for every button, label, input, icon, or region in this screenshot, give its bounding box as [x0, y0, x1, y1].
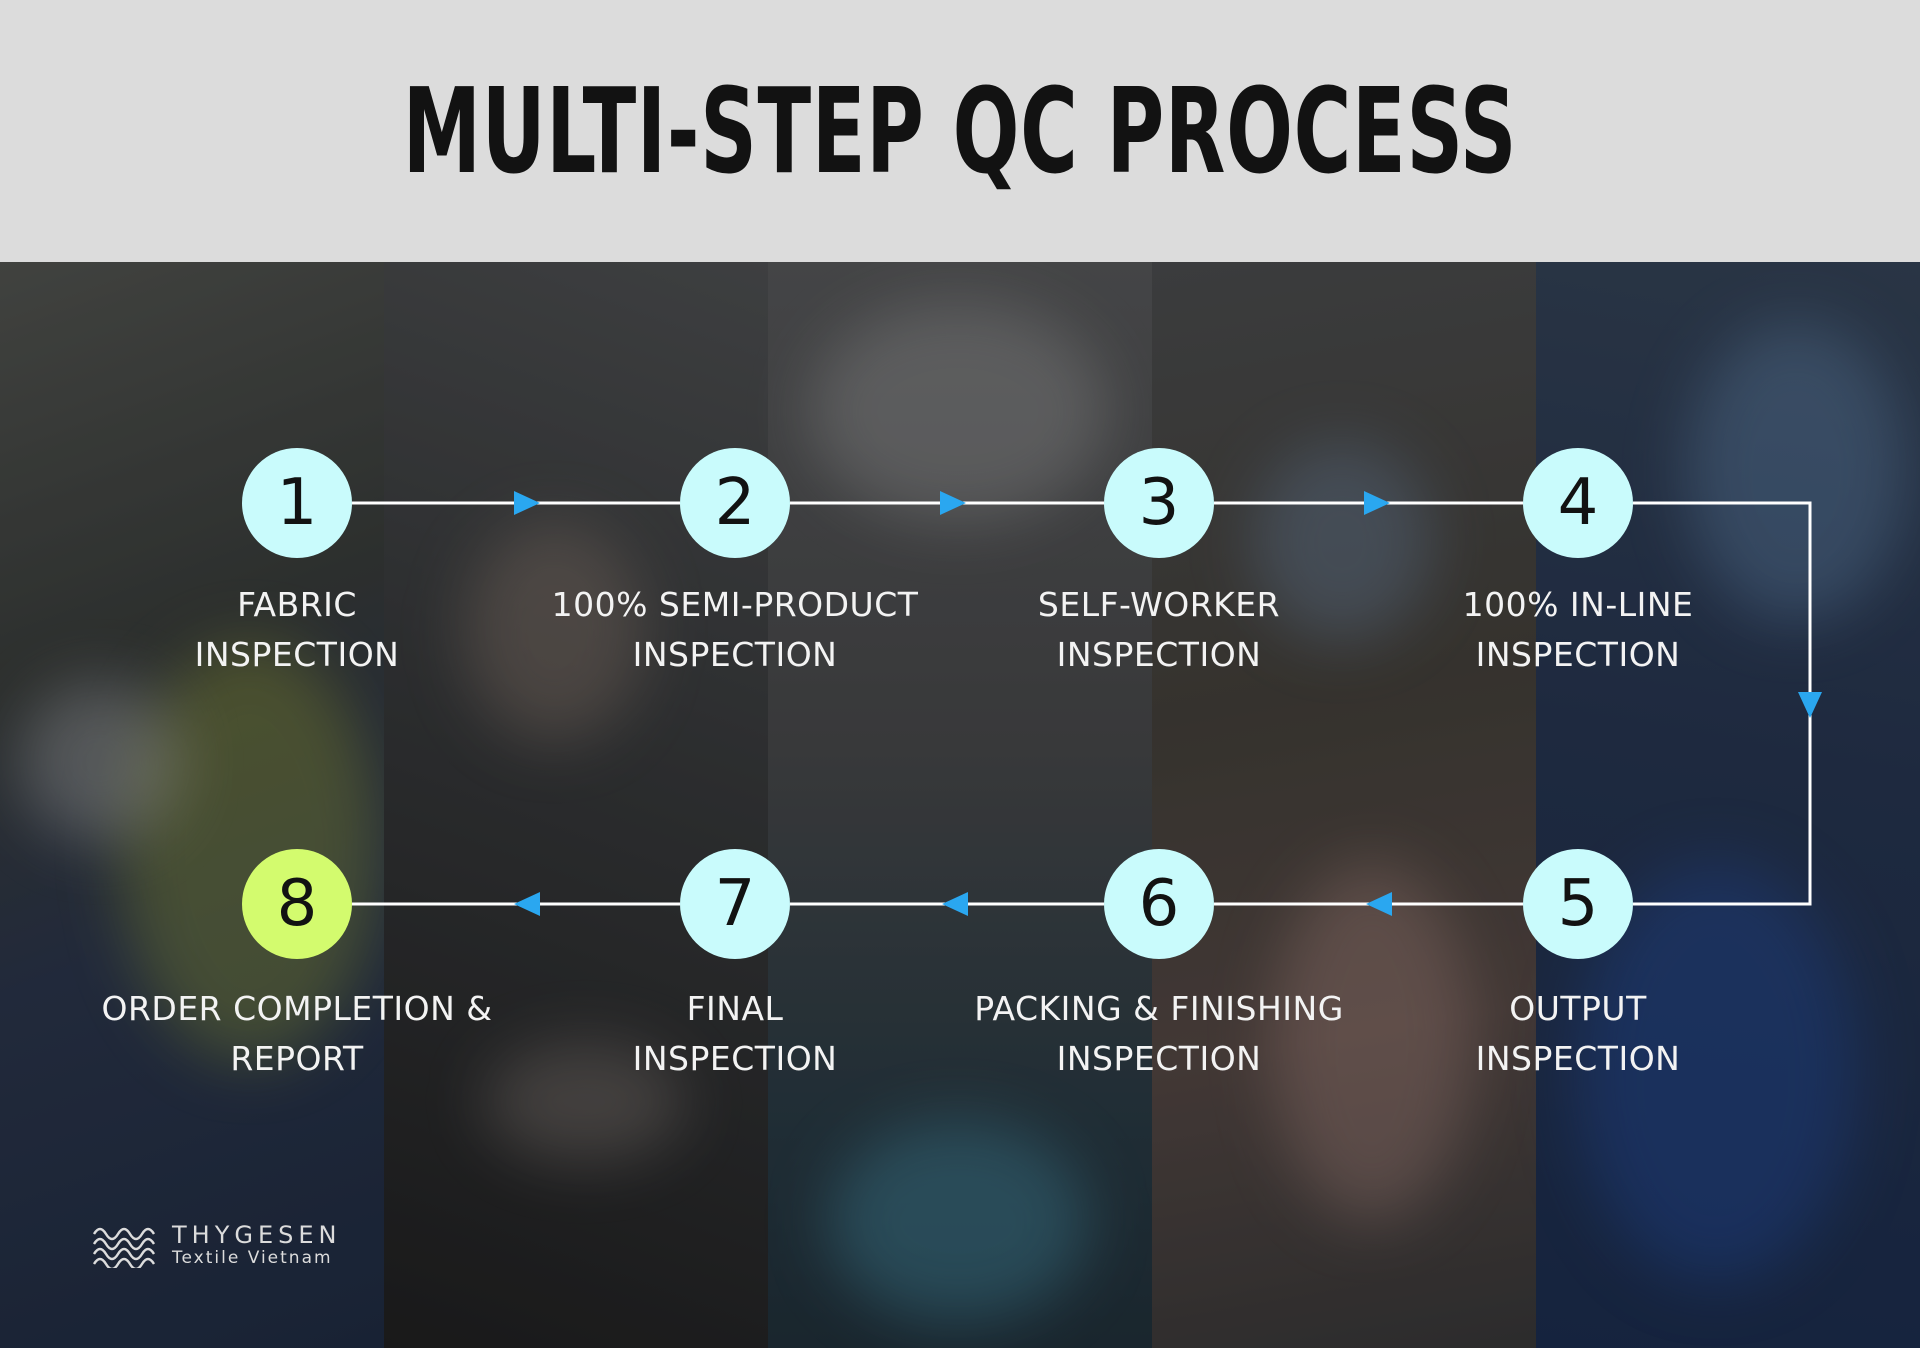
photo-panel-semi-product [384, 262, 768, 1348]
step-node-6: 6 [1104, 849, 1214, 959]
step-node-8: 8 [242, 849, 352, 959]
title-banner: MULTI-STEP QC PROCESS [0, 0, 1920, 262]
step-node-5: 5 [1523, 849, 1633, 959]
step-node-1: 1 [242, 448, 352, 558]
step-node-3: 3 [1104, 448, 1214, 558]
arrow-left-icon [942, 892, 968, 916]
logo-name: THYGESEN [172, 1221, 342, 1249]
arrow-left-icon [1366, 892, 1392, 916]
step-label-8: ORDER COMPLETION &REPORT [101, 989, 493, 1078]
photo-panel-packing [768, 262, 1152, 1348]
photo-background [0, 262, 1920, 1348]
arrow-right-icon [514, 491, 540, 515]
step-node-2: 2 [680, 448, 790, 558]
photo-panel-fabric [0, 262, 384, 1348]
arrow-right-icon [940, 491, 966, 515]
step-node-7: 7 [680, 849, 790, 959]
wave-logo-icon [92, 1227, 156, 1268]
arrow-left-icon [514, 892, 540, 916]
arrow-right-icon [1364, 491, 1390, 515]
connector-4-5 [1633, 501, 1812, 906]
logo-subtitle: Textile Vietnam [172, 1248, 333, 1268]
arrow-down-icon [1798, 692, 1822, 718]
photo-panel-output [1536, 262, 1920, 1348]
page-title: MULTI-STEP QC PROCESS [402, 62, 1518, 200]
company-logo: THYGESEN Textile Vietnam [90, 1222, 341, 1268]
photo-panel-self-worker [1152, 262, 1536, 1348]
step-node-4: 4 [1523, 448, 1633, 558]
